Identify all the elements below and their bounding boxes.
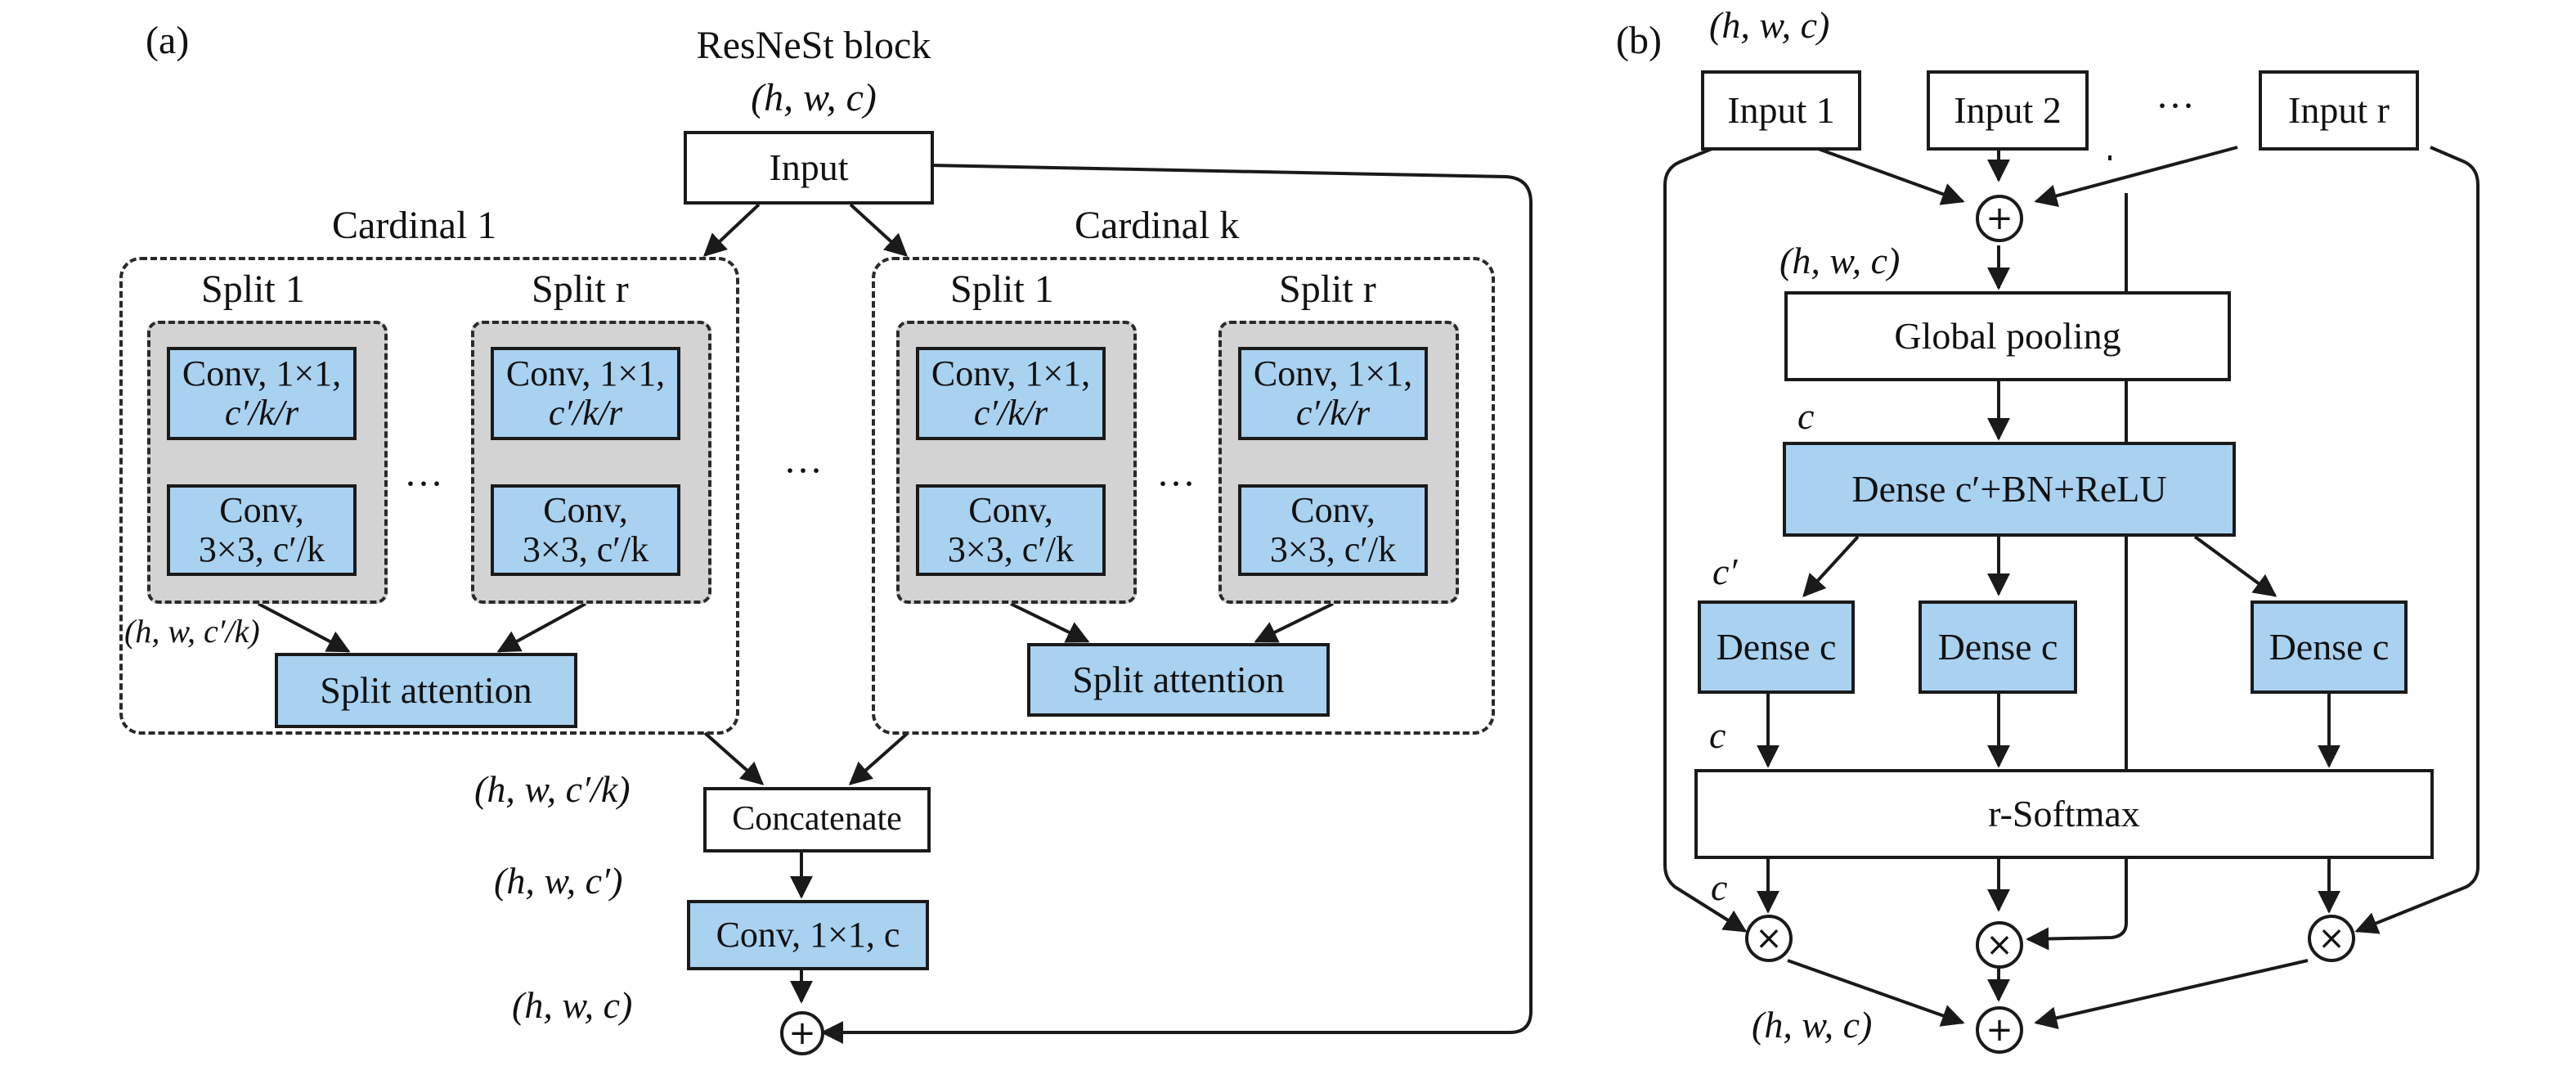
arrow-cardinal-k-to-concat bbox=[848, 731, 909, 785]
conv-input-dimension: (h, w, c′) bbox=[494, 860, 623, 902]
line-input2-to-mult-2 bbox=[2028, 155, 2128, 939]
output-dimension: (h, w, c) bbox=[512, 984, 633, 1026]
cardinal-k-group bbox=[872, 257, 1495, 735]
conv1x1-line2: c′/k/r bbox=[973, 393, 1048, 433]
ck-sr-conv3x3-box: Conv, 3×3, c′/k bbox=[1238, 484, 1428, 576]
conv3x3-line2: 3×3, c′/k bbox=[1269, 529, 1397, 569]
c1-split-1-label: Split 1 bbox=[201, 268, 305, 311]
dense-main-box: Dense c′+BN+ReLU bbox=[1783, 442, 2236, 537]
multiply-input-dimension: c bbox=[1711, 866, 1728, 908]
arrow-cardinal-1-to-concat bbox=[703, 731, 765, 785]
arrow-input-to-cardinal-1 bbox=[702, 203, 761, 257]
final-output-dimension: (h, w, c) bbox=[1752, 1004, 1873, 1046]
conv1x1-line2: c′/k/r bbox=[224, 393, 299, 433]
line-input1-to-mult-1 bbox=[1663, 146, 1748, 933]
conv1x1-line1: Conv, 1×1, bbox=[931, 353, 1091, 394]
multiply-operator-icon-2: × bbox=[1976, 921, 2023, 969]
pooling-input-dimension: (h, w, c) bbox=[1779, 240, 1901, 281]
input-box: Input bbox=[684, 131, 934, 205]
ck-split-1-label: Split 1 bbox=[950, 268, 1054, 311]
conv-final-box: Conv, 1×1, c bbox=[687, 900, 929, 970]
input-dimension-label: (h, w, c) bbox=[751, 76, 877, 119]
r-softmax-box: r-Softmax bbox=[1694, 769, 2434, 859]
inputs-ellipsis: ··· bbox=[2156, 84, 2195, 128]
panel-b-tag: (b) bbox=[1616, 19, 1662, 62]
final-sum-operator-icon: + bbox=[1976, 1006, 2023, 1054]
arrow-ck-sr-to-attention bbox=[1254, 602, 1334, 643]
ck-sr-conv1x1-box: Conv, 1×1, c′/k/r bbox=[1238, 347, 1428, 440]
ck-split-r-label: Split r bbox=[1279, 268, 1376, 311]
multiply-operator-icon-3: × bbox=[2308, 915, 2355, 962]
conv3x3-line2: 3×3, c′/k bbox=[198, 529, 325, 569]
sum-operator-icon: + bbox=[1976, 195, 2023, 242]
cardinal-1-group bbox=[119, 257, 739, 735]
conv1x1-line1: Conv, 1×1, bbox=[505, 353, 666, 394]
add-operator-icon: + bbox=[780, 1011, 824, 1055]
split-output-dimension: (h, w, c′/k) bbox=[124, 613, 260, 650]
cardinal-k-label: Cardinal k bbox=[1075, 204, 1240, 247]
arrow-input-to-cardinal-k bbox=[849, 203, 909, 257]
conv1x1-line2: c′/k/r bbox=[1295, 393, 1371, 433]
dense-c-box-3: Dense c bbox=[2251, 600, 2408, 694]
conv1x1-line2: c′/k/r bbox=[548, 393, 623, 433]
conv3x3-line1: Conv, bbox=[219, 489, 304, 530]
arrow-input1-to-sum bbox=[1813, 146, 1965, 205]
conv3x3-line2: 3×3, c′/k bbox=[522, 529, 649, 569]
conv3x3-line1: Conv, bbox=[543, 489, 628, 530]
input-2-box: Input 2 bbox=[1927, 70, 2089, 151]
conv1x1-line1: Conv, 1×1, bbox=[1253, 353, 1413, 394]
c1-split-attention-box: Split attention bbox=[275, 653, 577, 728]
conv3x3-line1: Conv, bbox=[1290, 489, 1376, 530]
conv1x1-line1: Conv, 1×1, bbox=[182, 353, 342, 394]
c1-sr-conv1x1-box: Conv, 1×1, c′/k/r bbox=[491, 347, 680, 440]
inputs-dimension-label: (h, w, c) bbox=[1709, 4, 1830, 46]
block-title: ResNeSt block bbox=[696, 24, 931, 67]
line-inputr-to-mult-3 bbox=[2354, 146, 2480, 934]
multiply-operator-icon-1: × bbox=[1745, 915, 1793, 962]
ck-split-attention-box: Split attention bbox=[1027, 643, 1330, 717]
c1-split-r-label: Split r bbox=[532, 268, 629, 311]
conv3x3-line1: Conv, bbox=[968, 489, 1053, 530]
skip-connection-line bbox=[820, 164, 1533, 1044]
concat-input-dimension: (h, w, c′/k) bbox=[474, 768, 631, 810]
arrow-c1-sr-to-attention bbox=[496, 602, 586, 653]
c1-sr-conv3x3-box: Conv, 3×3, c′/k bbox=[491, 484, 680, 576]
softmax-input-dimension: c bbox=[1709, 714, 1726, 756]
input-r-box: Input r bbox=[2259, 70, 2419, 151]
ck-s1-conv1x1-box: Conv, 1×1, c′/k/r bbox=[916, 347, 1106, 440]
cardinal-1-label: Cardinal 1 bbox=[332, 204, 497, 247]
dense-c-box-1: Dense c bbox=[1698, 600, 1855, 694]
ck-split-ellipsis: ··· bbox=[1156, 462, 1196, 506]
arrow-inputr-to-sum bbox=[2034, 146, 2238, 207]
c1-s1-conv1x1-box: Conv, 1×1, c′/k/r bbox=[167, 347, 357, 440]
c1-split-ellipsis: ··· bbox=[404, 462, 443, 506]
concatenate-box: Concatenate bbox=[703, 787, 931, 852]
arrow-mult-3-to-sum bbox=[2034, 959, 2309, 1030]
global-pooling-box: Global pooling bbox=[1784, 291, 2231, 381]
c1-s1-conv3x3-box: Conv, 3×3, c′/k bbox=[167, 484, 357, 576]
panel-a-tag: (a) bbox=[146, 19, 190, 62]
dense-c-box-2: Dense c bbox=[1919, 600, 2077, 694]
arrow-mult-1-to-sum bbox=[1787, 959, 1965, 1027]
dense-input-dimension: c bbox=[1797, 395, 1815, 437]
arrow-c1-s1-to-attention bbox=[258, 602, 351, 653]
arrow-dense-to-branch-1 bbox=[1802, 535, 1860, 598]
ck-s1-conv3x3-box: Conv, 3×3, c′/k bbox=[916, 484, 1106, 576]
input-1-box: Input 1 bbox=[1701, 70, 1861, 151]
cardinal-ellipsis: ··· bbox=[783, 449, 823, 493]
arrow-dense-to-branch-3 bbox=[2193, 535, 2278, 597]
arrow-ck-s1-to-attention bbox=[1010, 602, 1090, 643]
branch-input-dimension: c′ bbox=[1712, 551, 1738, 592]
conv3x3-line2: 3×3, c′/k bbox=[947, 529, 1075, 569]
